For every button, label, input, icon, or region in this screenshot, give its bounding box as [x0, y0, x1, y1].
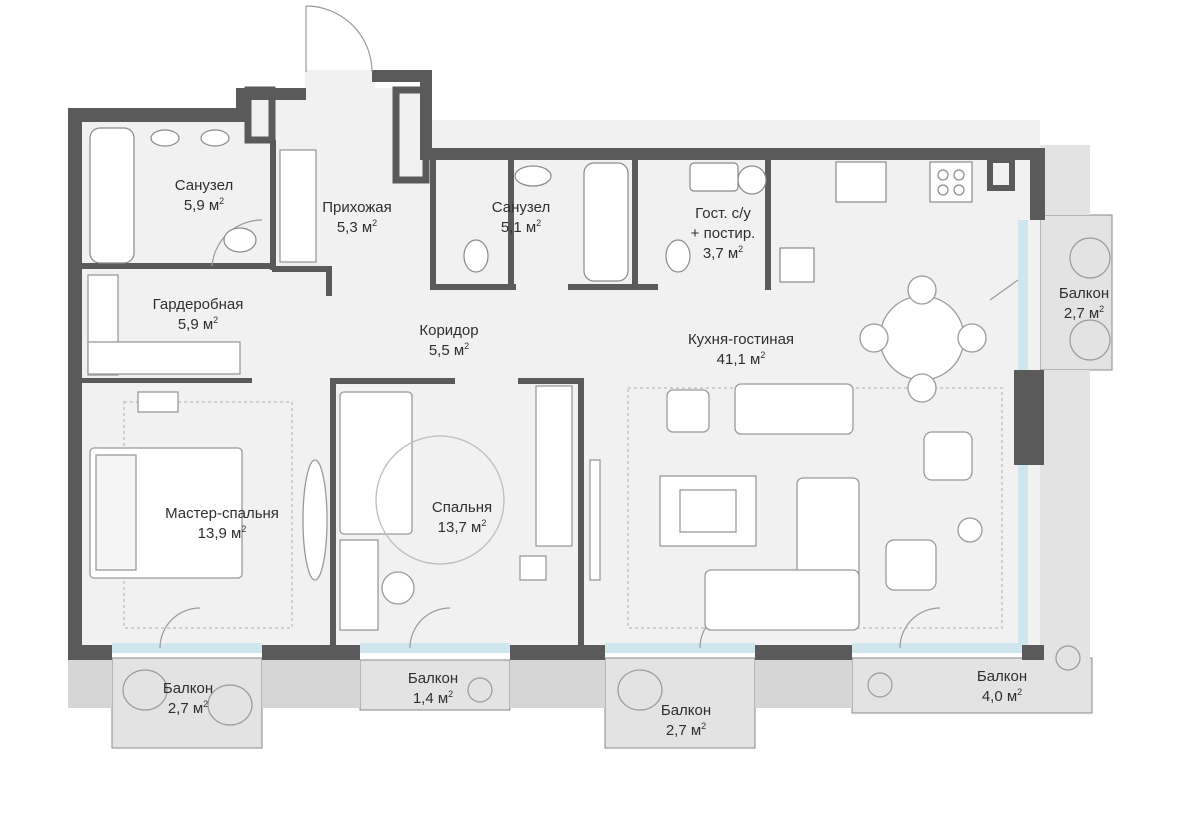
room-area: 2,7 м2 — [1063, 304, 1105, 323]
partitions — [82, 140, 771, 648]
bathtub-icon — [89, 127, 135, 264]
room-area: 2,7 м2 — [665, 721, 707, 740]
room-area: 13,9 м2 — [197, 524, 247, 543]
balcony-bottom-3 — [604, 657, 756, 749]
room-label-wardrobe: Гардеробная 5,9 м2 — [153, 295, 244, 335]
room-name: Прихожая — [322, 199, 392, 216]
room-label-balcony-b3: Балкон 2,7 м2 — [661, 701, 711, 741]
washer-icon — [737, 165, 767, 195]
desk — [137, 391, 179, 413]
balcony-bottom-right — [851, 657, 1093, 714]
balcony-bottom-left — [111, 657, 263, 749]
room-label-master: Мастер-спальня 13,9 м2 — [165, 504, 279, 544]
room-area: 4,0 м2 — [981, 687, 1023, 706]
fixtures — [89, 127, 973, 283]
room-area: 41,1 м2 — [716, 350, 766, 369]
room-name: Гост. с/у — [695, 205, 751, 222]
room-name: Санузел — [491, 199, 551, 216]
room-label-corridor: Коридор 5,5 м2 — [419, 321, 478, 361]
bathtub-icon-2 — [583, 162, 629, 282]
room-label-bedroom: Спальня 13,7 м2 — [432, 498, 492, 538]
room-label-balcony-b1: Балкон 2,7 м2 — [163, 679, 213, 719]
room-name: Санузел — [174, 177, 234, 194]
room-area: 5,5 м2 — [428, 341, 470, 360]
room-name: Коридор — [419, 322, 479, 339]
room-name: Балкон — [407, 670, 459, 687]
single-bed — [339, 391, 413, 535]
room-label-kitchen: Кухня-гостиная 41,1 м2 — [688, 330, 794, 370]
wardrobe-hall — [279, 149, 317, 263]
windows — [112, 220, 1028, 653]
room-area: 5,3 м2 — [336, 218, 378, 237]
room-area: 5,9 м2 — [183, 196, 225, 215]
room-label-guest-wc: Гост. с/у + постир. 3,7 м2 — [691, 204, 756, 264]
room-area: 2,7 м2 — [167, 699, 209, 718]
room-name: Балкон — [976, 668, 1028, 685]
room-label-bath1: Санузел 5,9 м2 — [175, 176, 233, 216]
room-label-bath2: Санузел 5,1 м2 — [492, 198, 550, 238]
furniture — [87, 149, 987, 631]
room-area: 5,1 м2 — [500, 218, 542, 237]
walls — [68, 70, 1045, 660]
room-name: Мастер-спальня — [165, 505, 279, 522]
balcony-furniture — [122, 237, 1111, 726]
dining-table — [879, 295, 965, 381]
room-name: Балкон — [660, 702, 712, 719]
sofa — [734, 383, 854, 435]
room-name: Балкон — [1058, 285, 1110, 302]
room-name: Спальня — [431, 499, 493, 516]
room-name-2: + постир. — [690, 225, 756, 242]
room-name: Кухня-гостиная — [687, 331, 795, 348]
rug-circle — [375, 435, 505, 565]
room-label-hall: Прихожая 5,3 м2 — [322, 198, 392, 238]
room-area: 1,4 м2 — [412, 689, 454, 708]
room-label-balcony-b2: Балкон 1,4 м2 — [408, 669, 458, 709]
room-name: Балкон — [162, 680, 214, 697]
room-name: Гардеробная — [152, 296, 244, 313]
room-label-balcony-b4: Балкон 4,0 м2 — [977, 667, 1027, 707]
room-area: 5,9 м2 — [177, 315, 219, 334]
room-area: 13,7 м2 — [437, 518, 487, 537]
bedroom-wardrobe — [535, 385, 573, 547]
room-label-balcony-right: Балкон 2,7 м2 — [1059, 284, 1109, 324]
toilet-icon — [223, 227, 257, 253]
room-area: 3,7 м2 — [702, 244, 744, 263]
balcony-bottom-2 — [359, 659, 511, 711]
